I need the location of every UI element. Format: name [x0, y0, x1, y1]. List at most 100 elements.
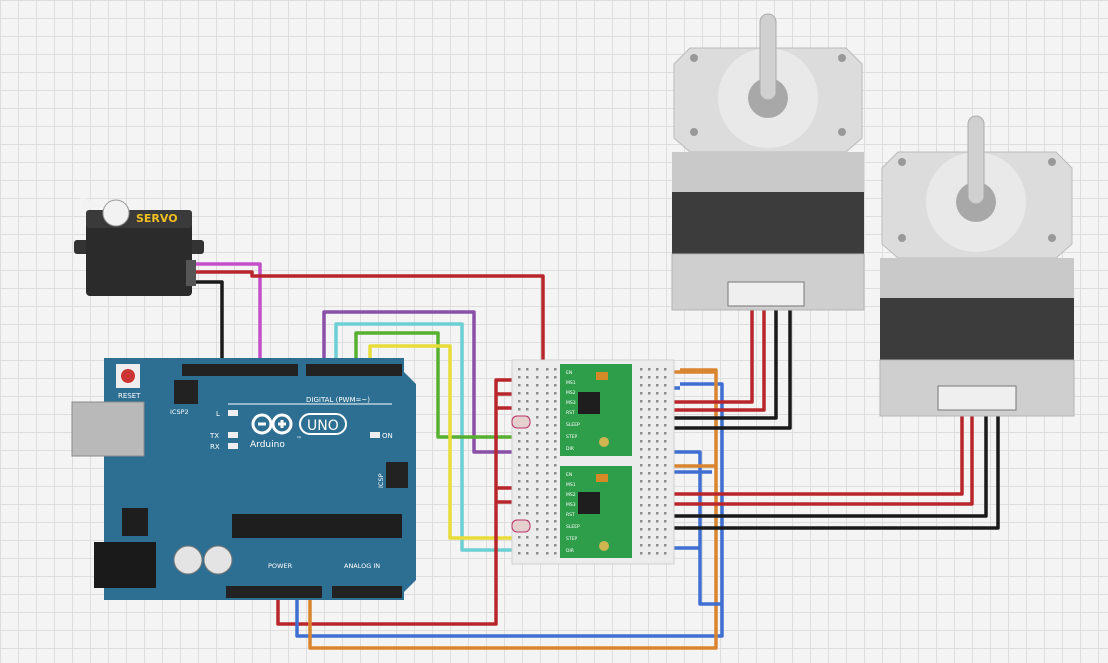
- breadboard-hole: [546, 400, 549, 403]
- stepper-1-screw-tr: [838, 54, 846, 62]
- led-l-label: L: [216, 410, 220, 418]
- wire-purple: [322, 310, 512, 454]
- breadboard-hole: [546, 488, 549, 491]
- stepper-2-screw-tr: [1048, 158, 1056, 166]
- breadboard-hole: [664, 440, 667, 443]
- breadboard-holes: [518, 368, 667, 555]
- breadboard-hole: [546, 520, 549, 523]
- breadboard-hole: [536, 528, 539, 531]
- breadboard-hole: [648, 456, 651, 459]
- wire-motor2-black-b: [660, 412, 1000, 530]
- breadboard-hole: [656, 472, 659, 475]
- wire-cyan: [334, 322, 512, 552]
- breadboard-hole: [518, 480, 521, 483]
- driver-2-pot: [596, 474, 608, 482]
- breadboard-hole: [656, 368, 659, 371]
- breadboard-hole: [536, 440, 539, 443]
- stepper-2-screw-tl: [898, 158, 906, 166]
- breadboard-hole: [526, 384, 529, 387]
- breadboard-hole: [648, 488, 651, 491]
- driver-2-pin-labels: EN MS1 MS2 MS3 RST SLEEP STEP DIR: [566, 472, 580, 554]
- breadboard-hole: [664, 456, 667, 459]
- breadboard-hole: [664, 512, 667, 515]
- led-rx: [228, 443, 238, 449]
- breadboard-hole: [648, 416, 651, 419]
- breadboard-hole: [554, 440, 557, 443]
- breadboard-hole: [536, 464, 539, 467]
- stepper-2-connector: [937, 385, 1017, 411]
- breadboard-hole: [648, 408, 651, 411]
- breadboard-hole: [526, 472, 529, 475]
- capacitor-2: [203, 545, 233, 575]
- breadboard-hole: [640, 496, 643, 499]
- breadboard-hole: [526, 544, 529, 547]
- stepper-2-screw-bl: [898, 234, 906, 242]
- breadboard-hole: [640, 400, 643, 403]
- breadboard-hole: [664, 416, 667, 419]
- breadboard-hole: [640, 408, 643, 411]
- breadboard-hole: [526, 480, 529, 483]
- breadboard-hole: [664, 480, 667, 483]
- breadboard-hole: [554, 512, 557, 515]
- breadboard-hole: [664, 408, 667, 411]
- reset-label: RESET: [118, 392, 141, 400]
- driver-2-pin-ms3: MS3: [566, 502, 576, 508]
- analog-label: ANALOG IN: [344, 562, 380, 570]
- breadboard-hole: [546, 384, 549, 387]
- breadboard-hole: [648, 512, 651, 515]
- arduino-brand-text: Arduino: [250, 440, 285, 450]
- breadboard-hole: [656, 544, 659, 547]
- breadboard-hole: [554, 376, 557, 379]
- breadboard-hole: [648, 376, 651, 379]
- stepper-1-connector: [727, 281, 805, 307]
- breadboard-hole: [554, 464, 557, 467]
- breadboard-hole: [648, 536, 651, 539]
- breadboard-hole: [518, 384, 521, 387]
- driver-2-pin-ms2: MS2: [566, 492, 576, 498]
- breadboard-hole: [640, 512, 643, 515]
- breadboard-hole: [536, 496, 539, 499]
- breadboard-hole: [648, 520, 651, 523]
- breadboard-hole: [554, 472, 557, 475]
- driver-2-pin-step: STEP: [566, 536, 577, 542]
- breadboard-hole: [554, 448, 557, 451]
- breadboard-hole: [518, 368, 521, 371]
- breadboard-hole: [664, 472, 667, 475]
- breadboard-hole: [656, 432, 659, 435]
- breadboard-hole: [554, 496, 557, 499]
- reset-button-cap: [121, 369, 135, 383]
- power-label: POWER: [268, 562, 293, 570]
- breadboard-hole: [526, 536, 529, 539]
- breadboard-hole: [546, 504, 549, 507]
- breadboard-hole: [640, 488, 643, 491]
- breadboard-hole: [546, 408, 549, 411]
- icsp-header: [386, 462, 408, 488]
- breadboard-hole: [640, 456, 643, 459]
- breadboard-hole: [518, 392, 521, 395]
- led-rx-label: RX: [210, 443, 220, 451]
- wire-green: [354, 331, 512, 439]
- breadboard-hole: [518, 472, 521, 475]
- breadboard-hole: [554, 552, 557, 555]
- wire-vin-orange: [308, 368, 718, 650]
- breadboard-hole: [656, 464, 659, 467]
- breadboard-hole: [656, 528, 659, 531]
- breadboard-hole: [518, 400, 521, 403]
- stepper-1-screw-br: [838, 128, 846, 136]
- led-tx-label: TX: [209, 432, 219, 440]
- breadboard-hole: [526, 392, 529, 395]
- breadboard-hole: [526, 496, 529, 499]
- icsp2-header: [174, 380, 198, 404]
- servo-body: [86, 222, 192, 296]
- breadboard-hole: [546, 376, 549, 379]
- breadboard-hole: [526, 368, 529, 371]
- breadboard-hole: [546, 464, 549, 467]
- driver-1-pin-step: STEP: [566, 434, 577, 440]
- wire-motor2-red-b: [660, 412, 974, 506]
- breadboard-hole: [536, 504, 539, 507]
- digital-header-right: [306, 364, 402, 376]
- breadboard-hole: [518, 504, 521, 507]
- breadboard-hole: [546, 368, 549, 371]
- driver-board-1: EN MS1 MS2 MS3 RST SLEEP STEP DIR: [560, 364, 632, 456]
